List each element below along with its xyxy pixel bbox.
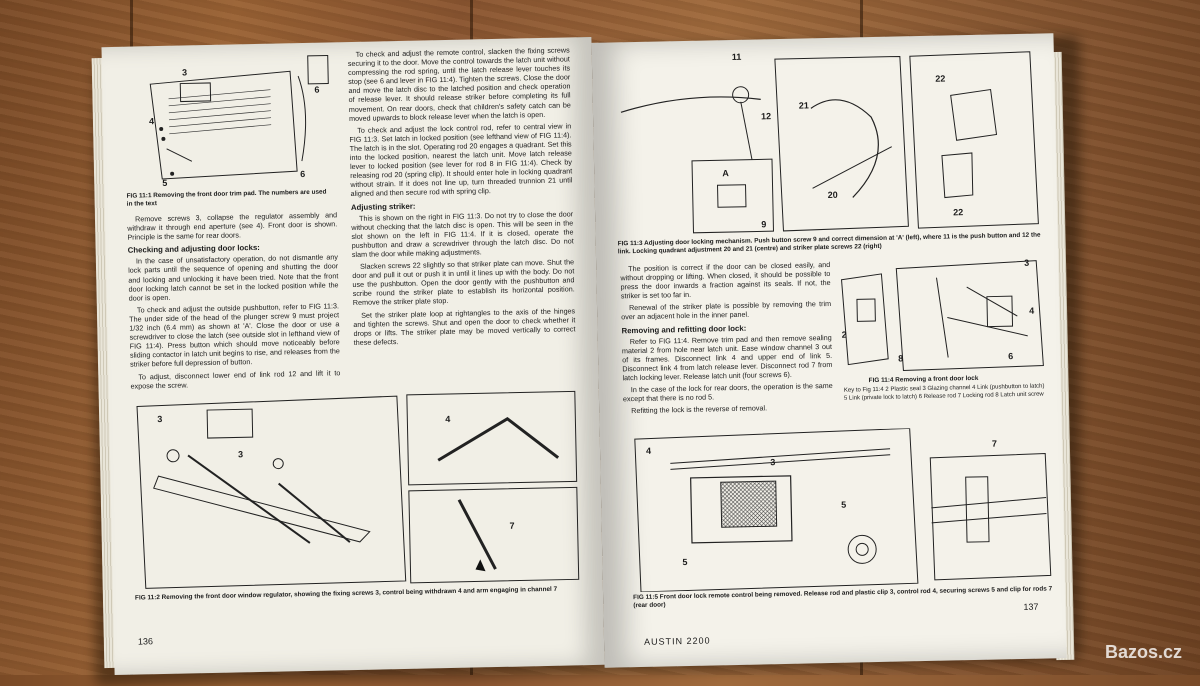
fig-11-3-label: 20: [827, 189, 838, 200]
page-number: 136: [137, 636, 154, 647]
fig-11-4: 3 2 4 6 8: [836, 255, 1048, 374]
fig-11-1-label: 3: [181, 67, 188, 78]
fig-11-1: 3 4 5 6 6: [120, 50, 335, 189]
fig-11-5-label: 5: [841, 499, 847, 510]
fig-11-3-label: 22: [953, 207, 964, 218]
fig-11-1-label: 4: [148, 116, 155, 127]
fig-11-4-label: 2: [841, 329, 847, 340]
fig-11-3-label: 12: [760, 111, 772, 122]
fig-11-5-label: 3: [770, 457, 776, 468]
paragraph: To adjust, disconnect lower end of link …: [130, 367, 341, 391]
fig-11-5-drawing: [634, 427, 1052, 593]
fig-11-3-label: 9: [761, 219, 767, 230]
right-column: To check and adjust the remote control, …: [348, 45, 576, 349]
left-page: 3 4 5 6 6 FIG 11:1 Removing the front do…: [101, 36, 605, 676]
fig-11-5-label: 5: [682, 557, 688, 568]
fig-11-3-label: 22: [935, 73, 946, 84]
fig-11-5: 4 3 5 5 7: [630, 425, 1053, 593]
fig-11-2-label: 7: [509, 520, 515, 531]
fig-11-4-label: 3: [1024, 257, 1030, 268]
fig-11-3-label: 11: [731, 51, 742, 62]
fig-11-1-caption: FIG 11:1 Removing the front door trim pa…: [126, 188, 327, 208]
fig-11-1-label: 6: [300, 168, 306, 180]
watermark: Bazos.cz: [1104, 642, 1182, 662]
fig-11-2-label: 3: [237, 449, 244, 460]
paragraph: Slacken screws 22 slightly so that strik…: [352, 257, 575, 308]
paragraph: Remove screws 3, collapse the regulator …: [127, 210, 338, 242]
fig-11-2-label: 4: [445, 413, 451, 425]
fig-11-2-label: 3: [157, 414, 163, 425]
page-number: 137: [1023, 601, 1039, 612]
fig-11-5-label: 7: [991, 438, 998, 449]
paragraph: Renewal of the striker plate is possible…: [621, 299, 832, 322]
fig-11-4-drawing: [840, 260, 1044, 371]
fig-11-3-label: A: [722, 168, 729, 179]
paragraph: To check and adjust the lock control rod…: [349, 121, 573, 199]
fig-11-4-label: 6: [1008, 351, 1014, 362]
paragraph: Set the striker plate loop at rightangle…: [353, 305, 576, 347]
fig-11-3-drawing: [620, 51, 1039, 234]
paragraph: To check and adjust the remote control, …: [347, 45, 571, 123]
fig-11-3: 11 12 21 22 A 20 9 22: [610, 44, 1044, 238]
right-page-column: The position is correct if the door can …: [620, 260, 833, 419]
right-page: 11 12 21 22 A 20 9 22 FIG 11:3 Adjusting…: [591, 33, 1067, 668]
paragraph: In the case of the lock for rear doors, …: [622, 381, 833, 404]
fig-11-1-drawing: [149, 54, 329, 180]
paragraph: Refitting the lock is the reverse of rem…: [631, 403, 768, 416]
fig-11-2-drawing: [136, 390, 580, 589]
paragraph: Refer to FIG 11:4. Remove trim pad and t…: [621, 332, 833, 383]
fig-11-3-label: 21: [798, 100, 809, 111]
book-footer: AUSTIN 2200: [643, 635, 711, 647]
left-column: Remove screws 3, collapse the regulator …: [127, 210, 341, 393]
fig-11-1-label: 6: [314, 84, 320, 95]
fig-11-4-key: Key to Fig 11:4 2 Plastic seal 3 Glazing…: [843, 383, 1045, 402]
fig-11-4-label: 8: [898, 353, 904, 364]
paragraph: In the case of unsatisfactory operation,…: [128, 252, 339, 303]
paragraph: This is shown on the right in FIG 11:3. …: [351, 208, 574, 259]
fig-11-1-label: 5: [162, 177, 168, 188]
fig-11-5-label: 4: [645, 445, 652, 456]
fig-11-2: 3 4 3 7: [127, 387, 586, 591]
paragraph: The position is correct if the door can …: [620, 259, 831, 301]
paragraph: To check and adjust the outside pushbutt…: [129, 301, 340, 370]
fig-11-4-label: 4: [1029, 305, 1035, 316]
